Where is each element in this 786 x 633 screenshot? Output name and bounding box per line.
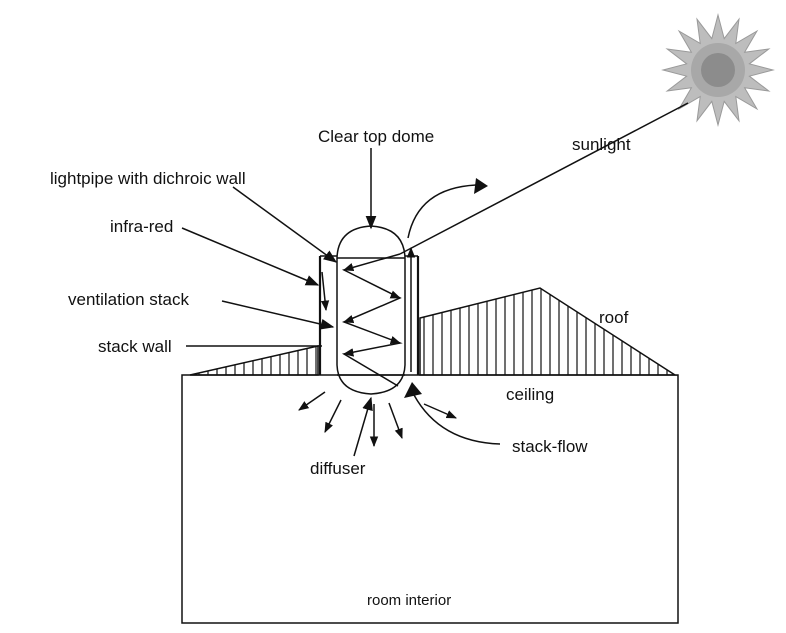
stack-flow-arrow (413, 394, 501, 445)
label-infra-red: infra-red (110, 217, 173, 236)
label-stack-flow: stack-flow (512, 437, 588, 456)
light-zigzag (341, 253, 403, 387)
label-lightpipe: lightpipe with dichroic wall (50, 169, 246, 188)
sun-icon (661, 13, 775, 127)
label-clear-top-dome: Clear top dome (318, 127, 434, 146)
label-stack-wall: stack wall (98, 337, 172, 356)
label-ventilation-stack: ventilation stack (68, 290, 189, 309)
room-interior-box (181, 374, 679, 624)
roof-left (189, 345, 319, 376)
label-diffuser: diffuser (310, 459, 366, 478)
label-sunlight: sunlight (572, 135, 631, 154)
diffuser-arrows (298, 391, 457, 457)
label-ceiling: ceiling (506, 385, 554, 404)
sunlight-ray (399, 102, 689, 255)
label-room-interior: room interior (367, 592, 451, 609)
exhaust-arrow (407, 184, 477, 239)
roof-right (419, 287, 678, 376)
label-roof: roof (599, 308, 629, 327)
lightpipe (336, 225, 406, 395)
